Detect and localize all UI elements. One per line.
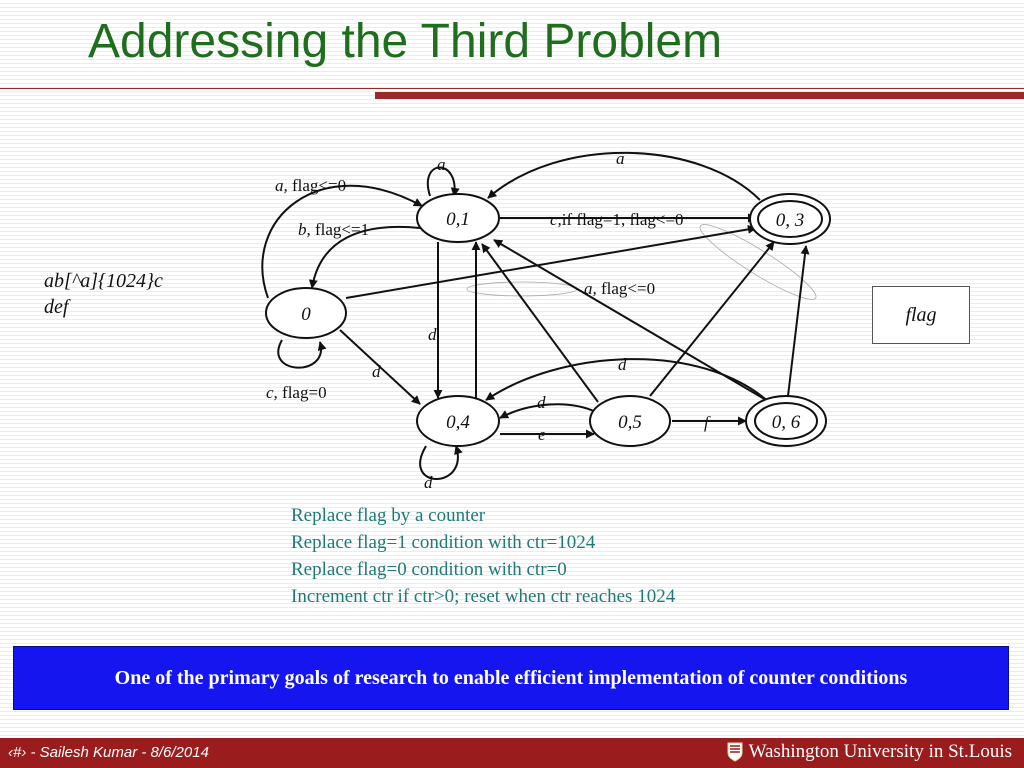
edge-01-to-0-b [308,225,421,289]
university-logo: Washington University in St.Louis [727,741,1012,763]
edge-0-to-04-d [339,329,421,405]
shield-icon [727,742,743,762]
note-line: Replace flag by a counter [291,505,486,526]
edge-label: e [538,425,546,444]
state-0-5 [589,395,671,447]
edge-label: c,if flag=1, flag<=0 [550,210,684,229]
state-label: 0,1 [446,209,470,230]
note-line: Replace flag=1 condition with ctr=1024 [291,532,596,553]
decorative-ellipse [699,224,817,300]
edge-condition: flag<=0 [288,176,346,195]
edge-05-to-03 [649,241,775,397]
edge-condition: flag=0 [278,383,327,402]
flag-label: flag [905,303,937,326]
title-divider-thin [0,88,1024,89]
edge-loop-04 [419,445,463,480]
note-line: Replace flag=0 condition with ctr=0 [291,559,567,580]
edge-label: a [616,149,625,168]
note-line: Increment ctr if ctr>0; reset when ctr r… [291,586,676,607]
goal-text: One of the primary goals of research to … [114,666,908,689]
edge-05-to-01 [481,243,599,403]
edge-loop-0 [277,339,327,369]
state-0-6-inner [754,402,818,440]
edge-label: c, flag=0 [266,383,327,402]
edge-label: f [704,413,711,432]
edge-condition: flag<=0 [597,279,655,298]
title-divider-thick [375,92,1024,99]
edge-label: d [428,325,437,344]
edge-label: d [372,362,381,381]
edge-06-to-03 [787,245,810,397]
state-label: 0,5 [618,412,642,433]
edge-symbol: a, [584,279,597,298]
edge-condition: if flag=1, flag<=0 [562,210,684,229]
edge-condition: flag<=1 [311,220,369,239]
edge-label: d [424,473,433,492]
edge-symbol: c, [266,383,278,402]
regex-line-1: ab[^a]{1024}c [44,270,163,292]
edge-symbol: a, [275,176,288,195]
state-label: 0, 3 [776,210,805,231]
edge-0-to-03 [345,224,757,299]
regex-pattern: ab[^a]{1024}c def [44,268,163,320]
state-0-3-inner [757,200,823,238]
edge-label: d [618,355,627,374]
slide-title: Addressing the Third Problem [88,15,723,68]
edge-05-to-04-d [499,403,597,419]
state-0 [265,287,347,339]
footer-bar: ‹#› - Sailesh Kumar - 8/6/2014 Washingto… [0,738,1024,768]
edge-loop-01 [426,166,460,197]
state-label: 0, 6 [772,412,801,433]
edge-label: a [437,155,446,174]
university-name: Washington University in St.Louis [748,741,1012,762]
edge-06-to-04-d [485,358,771,404]
edge-label: b, flag<=1 [298,220,369,239]
edge-symbol: c, [550,210,562,229]
edge-label: a, flag<=0 [275,176,346,195]
state-label: 0,4 [446,412,470,433]
edge-label: a, flag<=0 [584,279,655,298]
edge-symbol: b, [298,220,311,239]
state-0-4 [416,395,500,447]
state-label: 0 [301,304,311,325]
flag-register-box: flag [872,286,970,344]
regex-line-2: def [44,296,69,318]
notes-list: Replace flag by a counter Replace flag=1… [291,502,675,610]
edge-label: d [537,393,546,412]
footer-slide-info: ‹#› - Sailesh Kumar - 8/6/2014 [8,744,209,761]
goal-callout: One of the primary goals of research to … [13,646,1009,710]
edge-03-to-01 [487,151,761,201]
state-0-1 [416,193,500,243]
decorative-ellipse [466,281,578,297]
edge-0-to-01-a [261,184,423,299]
